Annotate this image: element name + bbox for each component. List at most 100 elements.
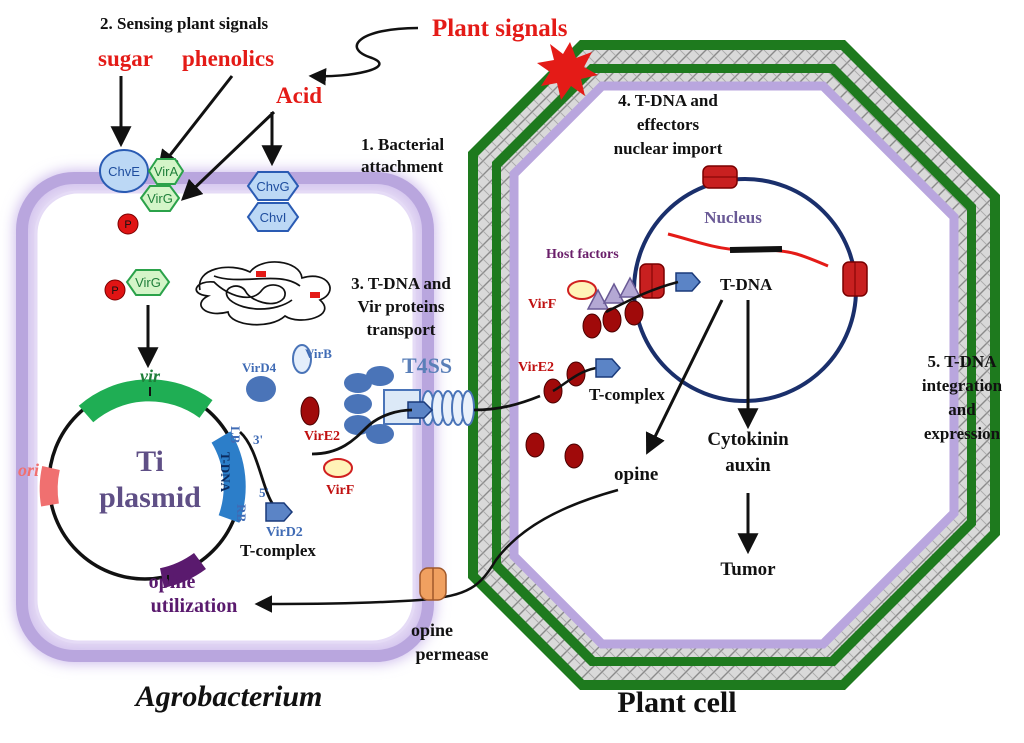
svg-text:ChvE: ChvE xyxy=(108,164,140,179)
vird4-label: VirD4 xyxy=(242,360,277,375)
t-complex-bacterium-label: T-complex xyxy=(240,541,316,560)
t4ss-complex xyxy=(344,366,475,444)
transport-label-1: 3. T-DNA and xyxy=(351,274,451,293)
agrobacterium-title: Agrobacterium xyxy=(134,680,323,713)
bacterium-cell xyxy=(15,171,435,663)
t-dna-region xyxy=(211,431,246,523)
svg-text:VirA: VirA xyxy=(154,164,179,179)
three-prime-label: 3' xyxy=(253,432,263,447)
bacterial-chromosome xyxy=(195,261,331,326)
phenolics-label: phenolics xyxy=(182,46,274,71)
integration-label-4: expression xyxy=(924,424,1001,443)
opine-return-arrow xyxy=(254,488,619,613)
opine-permease xyxy=(419,567,447,601)
t-strand-through-t4ss xyxy=(311,408,413,456)
nuclear-pore-right xyxy=(842,261,868,297)
t-strand-import xyxy=(605,280,679,314)
transport-label-3: transport xyxy=(367,320,436,339)
phenolics-arrow xyxy=(157,75,234,172)
phosphate-top: P xyxy=(117,213,139,235)
attachment-label-2: attachment xyxy=(361,157,443,176)
virf-plant xyxy=(567,280,597,300)
virf-bacterium-label: VirF xyxy=(326,483,354,498)
nuclear-pore-top xyxy=(702,165,738,189)
virb-protein xyxy=(292,344,312,374)
plant-signal-burst-icon xyxy=(537,42,598,100)
t-dna-nucleus-label: T-DNA xyxy=(720,275,773,294)
vire2-plant-label: VirE2 xyxy=(518,360,554,375)
virf-bacterium xyxy=(323,458,353,478)
t-dna-box-label: T-DNA xyxy=(218,452,233,493)
virg-mid-protein: VirG xyxy=(125,269,171,296)
opine-permease-label-1: opine xyxy=(411,620,453,640)
vir-label: vir xyxy=(140,366,161,386)
plant-cell-title: Plant cell xyxy=(617,686,736,719)
nucleus xyxy=(632,165,868,403)
tdna-import-label-1: 4. T-DNA and xyxy=(618,91,718,110)
acid-label: Acid xyxy=(276,83,322,108)
opine-permease-label-2: permease xyxy=(416,644,489,664)
vira-protein: VirA xyxy=(147,158,185,185)
vire2-import-cluster xyxy=(582,300,644,339)
host-factor-triangles xyxy=(586,276,642,310)
chvi-protein: ChvI xyxy=(246,202,300,232)
ori-region xyxy=(39,466,60,507)
five-prime-label: 5' xyxy=(259,485,269,500)
tdna-to-opine-arrow xyxy=(645,299,724,455)
virf-plant-label: VirF xyxy=(528,297,556,312)
svg-text:P: P xyxy=(111,285,118,297)
auxin-label: auxin xyxy=(725,455,771,476)
ti-plasmid: T-DNA LB RB Ti plasmid xyxy=(39,379,249,588)
tdna-import-label-2: effectors xyxy=(637,115,700,134)
vird2-protein xyxy=(265,502,294,522)
cytokinin-label: Cytokinin xyxy=(707,429,789,450)
sugar-label: sugar xyxy=(98,46,153,71)
t-strand-bacterium xyxy=(239,430,276,507)
opine-region xyxy=(159,552,206,588)
phosphate-mid: P xyxy=(104,279,126,301)
vire2-bacterium xyxy=(300,396,320,426)
opine-utilization-label-1: opine xyxy=(149,571,196,593)
t-complex-plant-label: T-complex xyxy=(589,385,665,404)
svg-text:VirG: VirG xyxy=(147,191,173,206)
plant-signals-label: Plant signals xyxy=(432,15,568,42)
vire2-bacterium-label: VirE2 xyxy=(304,429,340,444)
svg-text:ChvI: ChvI xyxy=(260,210,287,225)
chvg-protein: ChvG xyxy=(246,171,300,201)
attachment-label-1: 1. Bacterial xyxy=(361,135,444,154)
svg-text:P: P xyxy=(124,219,131,231)
opine-plant-label: opine xyxy=(614,464,658,485)
nucleus-label: Nucleus xyxy=(704,208,762,227)
vird4-protein xyxy=(246,376,276,402)
plant-signals-arrow xyxy=(308,26,419,86)
integrated-t-dna xyxy=(729,246,783,253)
plasmid-label: plasmid xyxy=(99,481,201,514)
integration-label-2: integration xyxy=(922,376,1003,395)
vire2-free-1 xyxy=(525,432,545,458)
acid-arrow-virg xyxy=(180,110,276,201)
chve-protein: ChvE xyxy=(99,149,149,193)
transport-label-2: Vir proteins xyxy=(357,297,444,316)
integration-label-1: 5. T-DNA xyxy=(928,352,998,371)
t4ss-label: T4SS xyxy=(402,353,452,378)
tumor-label: Tumor xyxy=(720,559,776,580)
sensing-label: 2. Sensing plant signals xyxy=(100,14,269,33)
virb-label: VirB xyxy=(305,346,332,361)
vird2-label: VirD2 xyxy=(266,525,303,540)
vir-region xyxy=(78,379,213,423)
svg-text:ChvG: ChvG xyxy=(256,179,289,194)
vire2-free-2 xyxy=(564,443,584,469)
integration-label-3: and xyxy=(948,400,976,419)
virg-top-protein: VirG xyxy=(139,185,181,212)
opine-utilization-label-2: utilization xyxy=(151,595,238,617)
t-complex-plant-protein xyxy=(595,358,622,378)
tdna-import-label-3: nuclear import xyxy=(614,139,723,158)
svg-text:VirG: VirG xyxy=(135,275,161,290)
t-strand-into-plant xyxy=(473,394,541,412)
t-dna-nucleus-protein xyxy=(675,272,702,292)
ti-label: Ti xyxy=(136,445,164,478)
vire2-tcomplex-2 xyxy=(566,361,586,387)
rb-label: RB xyxy=(234,504,249,522)
